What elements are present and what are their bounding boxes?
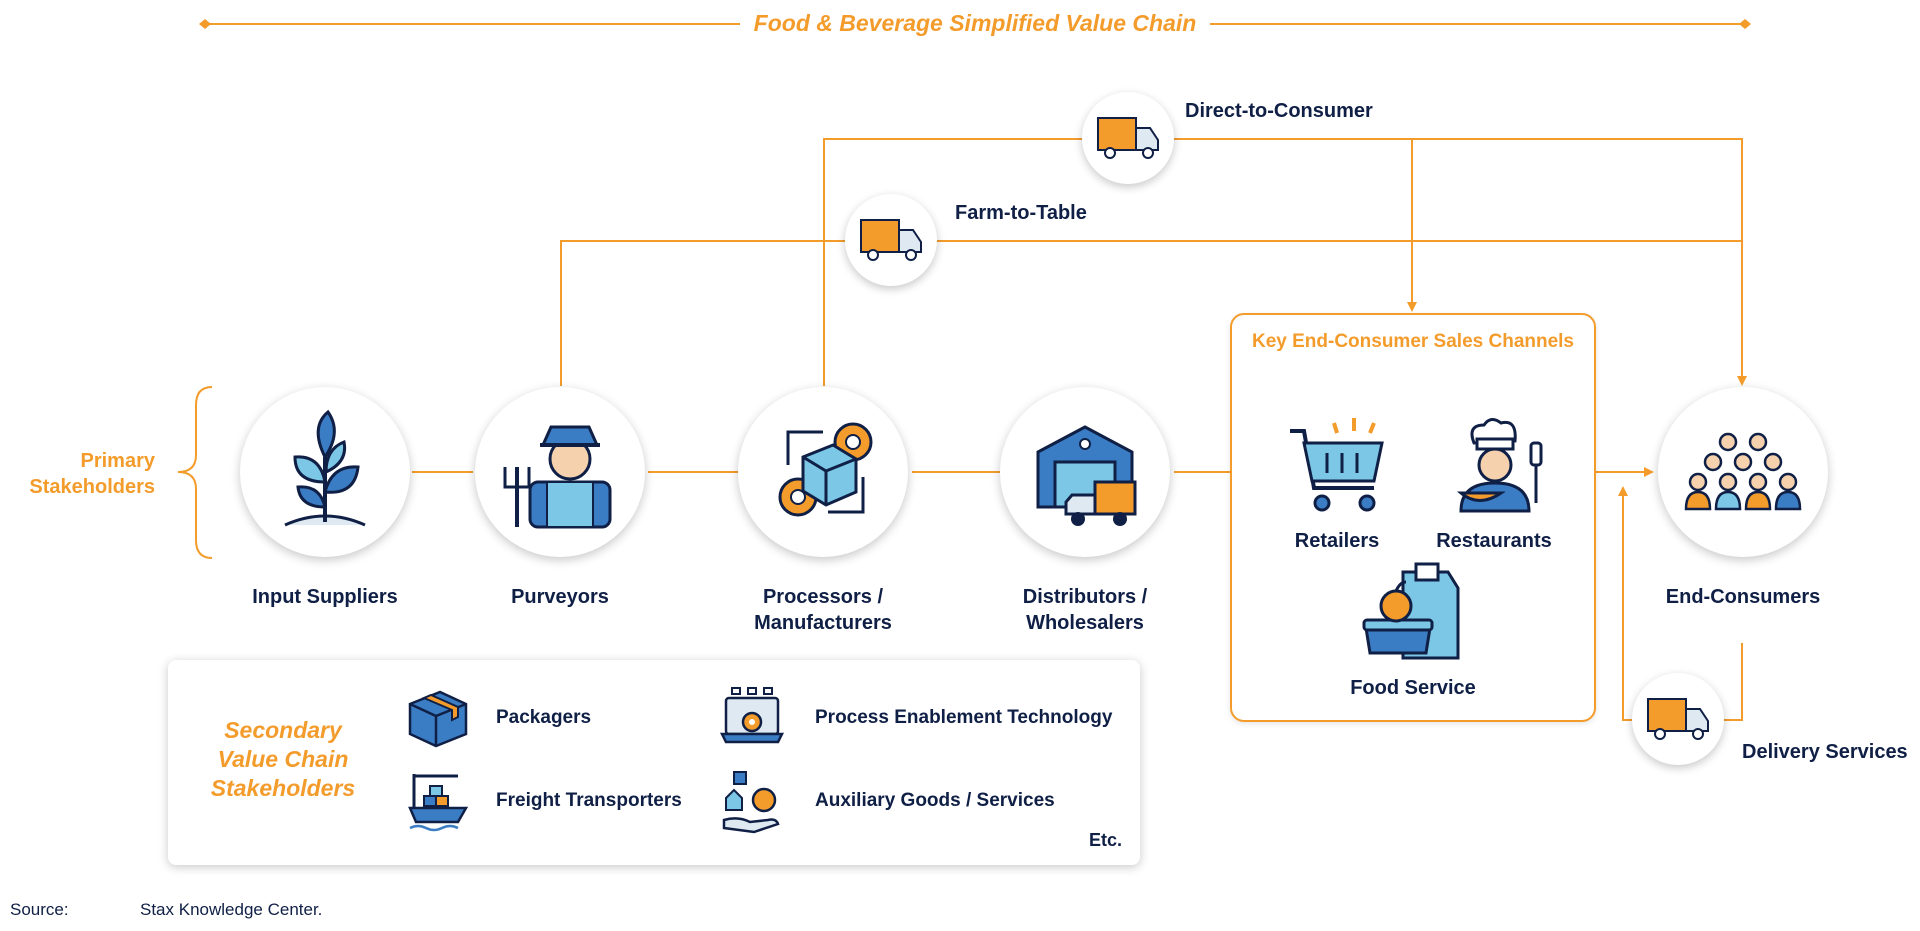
processors-label: Processors / Manufacturers	[754, 586, 892, 634]
warehouse-truck-icon	[1036, 425, 1137, 526]
delivery-services-label: Delivery Services	[1742, 741, 1908, 763]
end-consumers-node[interactable]	[1658, 387, 1828, 557]
primary-stakeholders-label: Primary Stakeholders	[29, 450, 155, 498]
shopping-cart-icon	[1290, 418, 1384, 512]
input-suppliers-node[interactable]	[240, 387, 410, 557]
etc-label: Etc.	[1088, 830, 1122, 850]
packagers-label: Packagers	[496, 707, 592, 728]
gears-box-icon	[778, 422, 873, 517]
purveyors-node[interactable]	[475, 387, 645, 557]
key-channels-box: Key End-Consumer Sales Channels Retailer…	[1230, 313, 1596, 722]
chef-icon	[1456, 418, 1543, 513]
diagram-title: Food & Beverage Simplified Value Chain	[740, 8, 1210, 38]
distributors-label: Distributors / Wholesalers	[1022, 586, 1148, 634]
cargo-ship-icon	[408, 774, 469, 832]
freight-transporters-label: Freight Transporters	[496, 790, 682, 811]
input-suppliers-label: Input Suppliers	[252, 586, 398, 608]
process-enablement-technology-label: Process Enablement Technology	[815, 707, 1113, 728]
key-channels-title: Key End-Consumer Sales Channels	[1251, 331, 1575, 352]
truck-icon	[860, 219, 922, 261]
direct-to-consumer-label: Direct-to-Consumer	[1185, 100, 1373, 122]
direct-to-consumer-node[interactable]	[1082, 92, 1174, 184]
hand-money-icon	[722, 771, 780, 834]
food-service-label: Food Service	[1350, 677, 1476, 699]
farm-to-table-label: Farm-to-Table	[955, 202, 1087, 224]
end-consumers-label: End-Consumers	[1665, 586, 1821, 608]
truck-icon	[1097, 117, 1159, 159]
retailers-label: Retailers	[1294, 530, 1380, 552]
delivery-services-node[interactable]	[1632, 673, 1724, 765]
food-bag-icon	[1362, 562, 1460, 660]
truck-icon	[1647, 698, 1709, 740]
distributors-node[interactable]	[1000, 387, 1170, 557]
people-group-icon	[1684, 432, 1802, 511]
processors-node[interactable]	[738, 387, 908, 557]
secondary-stakeholders-title: Secondary Value Chain Stakeholders	[210, 717, 356, 801]
package-box-icon	[408, 690, 468, 748]
laptop-gear-icon	[720, 687, 784, 744]
source-text: Stax Knowledge Center.	[140, 900, 323, 919]
secondary-stakeholders-box: Secondary Value Chain Stakeholders Packa…	[168, 660, 1140, 865]
farm-to-table-node[interactable]	[845, 194, 937, 286]
farmer-icon	[503, 425, 612, 529]
auxiliary-goods-label: Auxiliary Goods / Services	[815, 790, 1055, 811]
plant-icon	[284, 409, 366, 527]
restaurants-label: Restaurants	[1436, 530, 1552, 552]
purveyors-label: Purveyors	[511, 586, 609, 608]
source-label: Source:	[10, 900, 69, 919]
